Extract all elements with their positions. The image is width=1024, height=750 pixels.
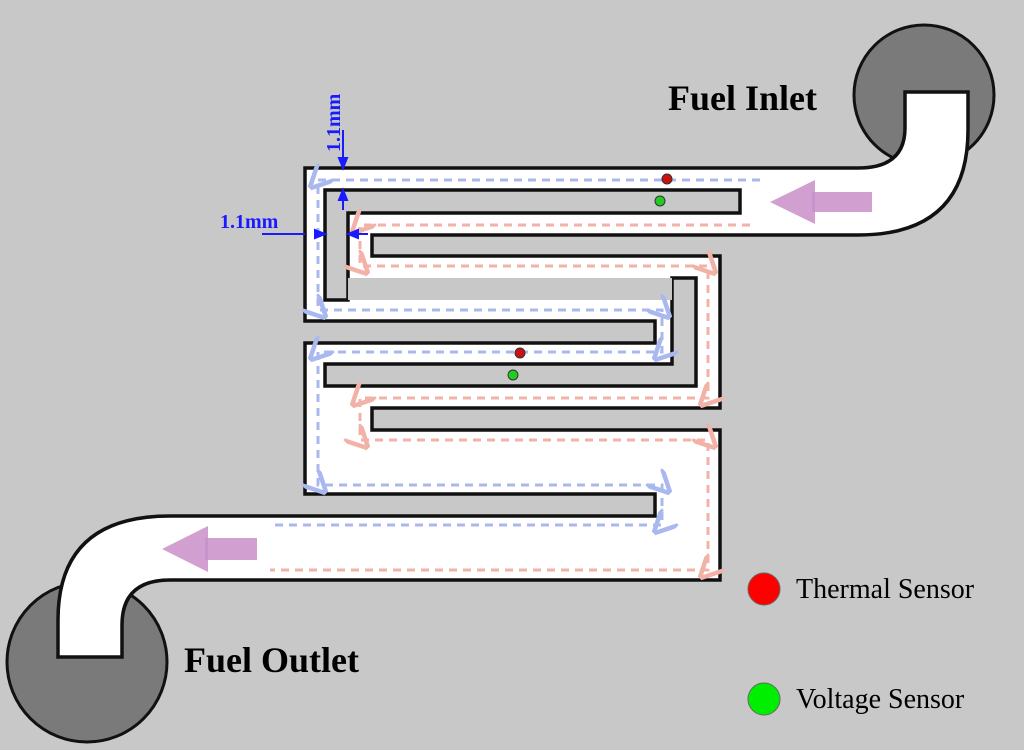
voltage-sensor-2 [507,369,519,381]
thermal-sensor-1 [661,173,673,185]
legend-voltage-marker [747,682,781,716]
dim-label-horizontal: 1.1mm [220,211,279,233]
legend-thermal-marker [747,572,781,606]
legend: Thermal Sensor Voltage Sensor [747,572,975,716]
dim-label-vertical: 1.1mm [323,93,345,152]
flow-dash-pink [270,225,750,570]
legend-thermal-label: Thermal Sensor [796,574,975,605]
flow-dashes [270,180,760,570]
dimension-vertical [337,130,349,210]
dimension-horizontal [262,228,368,240]
flow-arrow-outlet [162,526,257,572]
voltage-sensor-1 [654,195,666,207]
flow-arrow-inlet [770,180,872,224]
fuel-inlet-label: Fuel Inlet [668,78,817,118]
legend-voltage-label: Voltage Sensor [796,684,965,715]
thermal-sensor-2 [514,347,526,359]
fuel-outlet-label: Fuel Outlet [184,640,359,680]
